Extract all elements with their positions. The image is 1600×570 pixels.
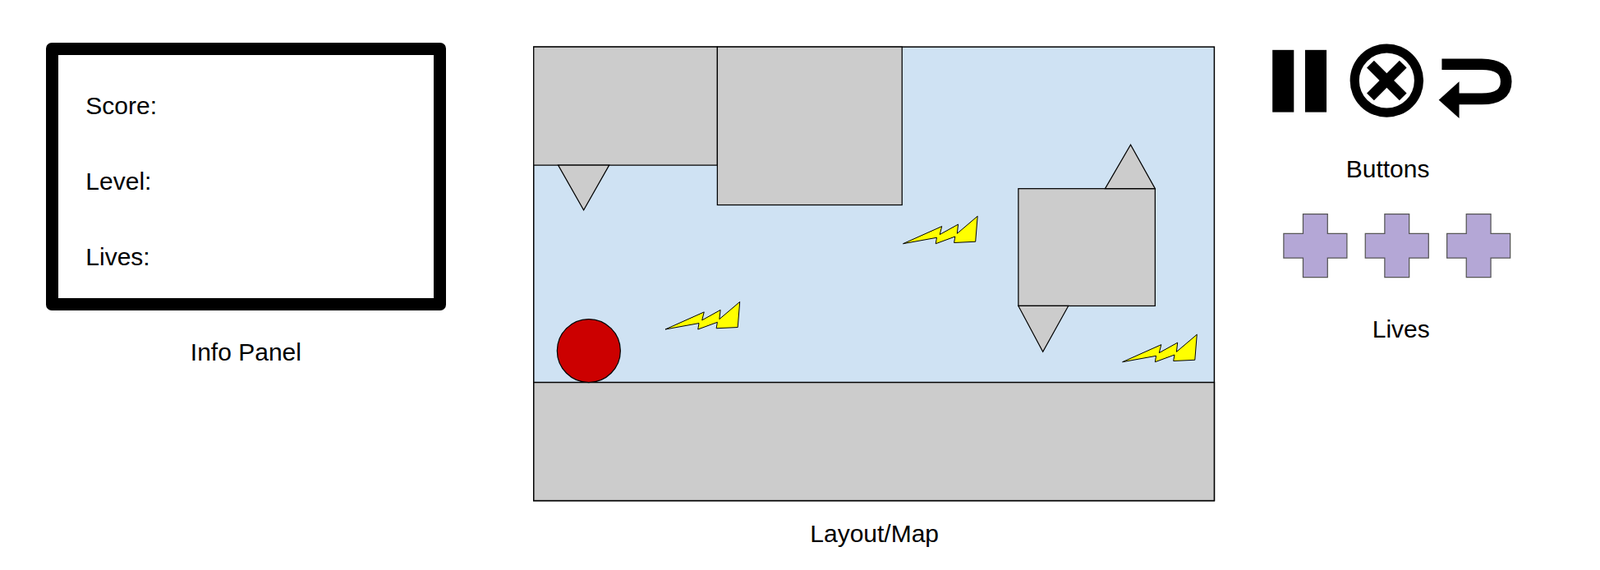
field-label: Score: <box>85 91 157 121</box>
lightning-bolt <box>902 216 978 244</box>
pause-icon <box>1272 50 1294 113</box>
spike <box>1104 144 1155 189</box>
lightning-bolt <box>665 301 741 330</box>
spike <box>1018 305 1069 352</box>
info-panel: Score:Level:Lives:Info Panel <box>45 42 446 310</box>
wall-block <box>533 46 718 166</box>
field-label: Level: <box>85 166 152 197</box>
life-icon <box>1283 214 1348 278</box>
wall-block <box>1018 188 1155 307</box>
map-area: Layout/Map <box>533 46 1215 502</box>
map-ground <box>533 46 1215 501</box>
floor-block <box>533 382 1215 502</box>
pause-icon <box>1305 50 1327 113</box>
close-icon <box>1359 53 1415 109</box>
group-caption: Lives <box>1372 314 1430 345</box>
lightning-bolt <box>1122 334 1198 363</box>
group-caption: Buttons <box>1346 154 1430 184</box>
spike <box>558 165 610 211</box>
life-icon <box>1447 214 1511 278</box>
life-icon <box>1365 214 1429 278</box>
replay-icon <box>1439 81 1460 119</box>
panel-caption: Info Panel <box>190 337 302 368</box>
field-label: Lives: <box>85 242 150 272</box>
wall-block <box>717 46 902 205</box>
close-icon <box>1350 43 1424 117</box>
close-icon <box>1370 64 1403 97</box>
player-ball <box>556 319 621 383</box>
panel-caption: Layout/Map <box>809 519 939 549</box>
